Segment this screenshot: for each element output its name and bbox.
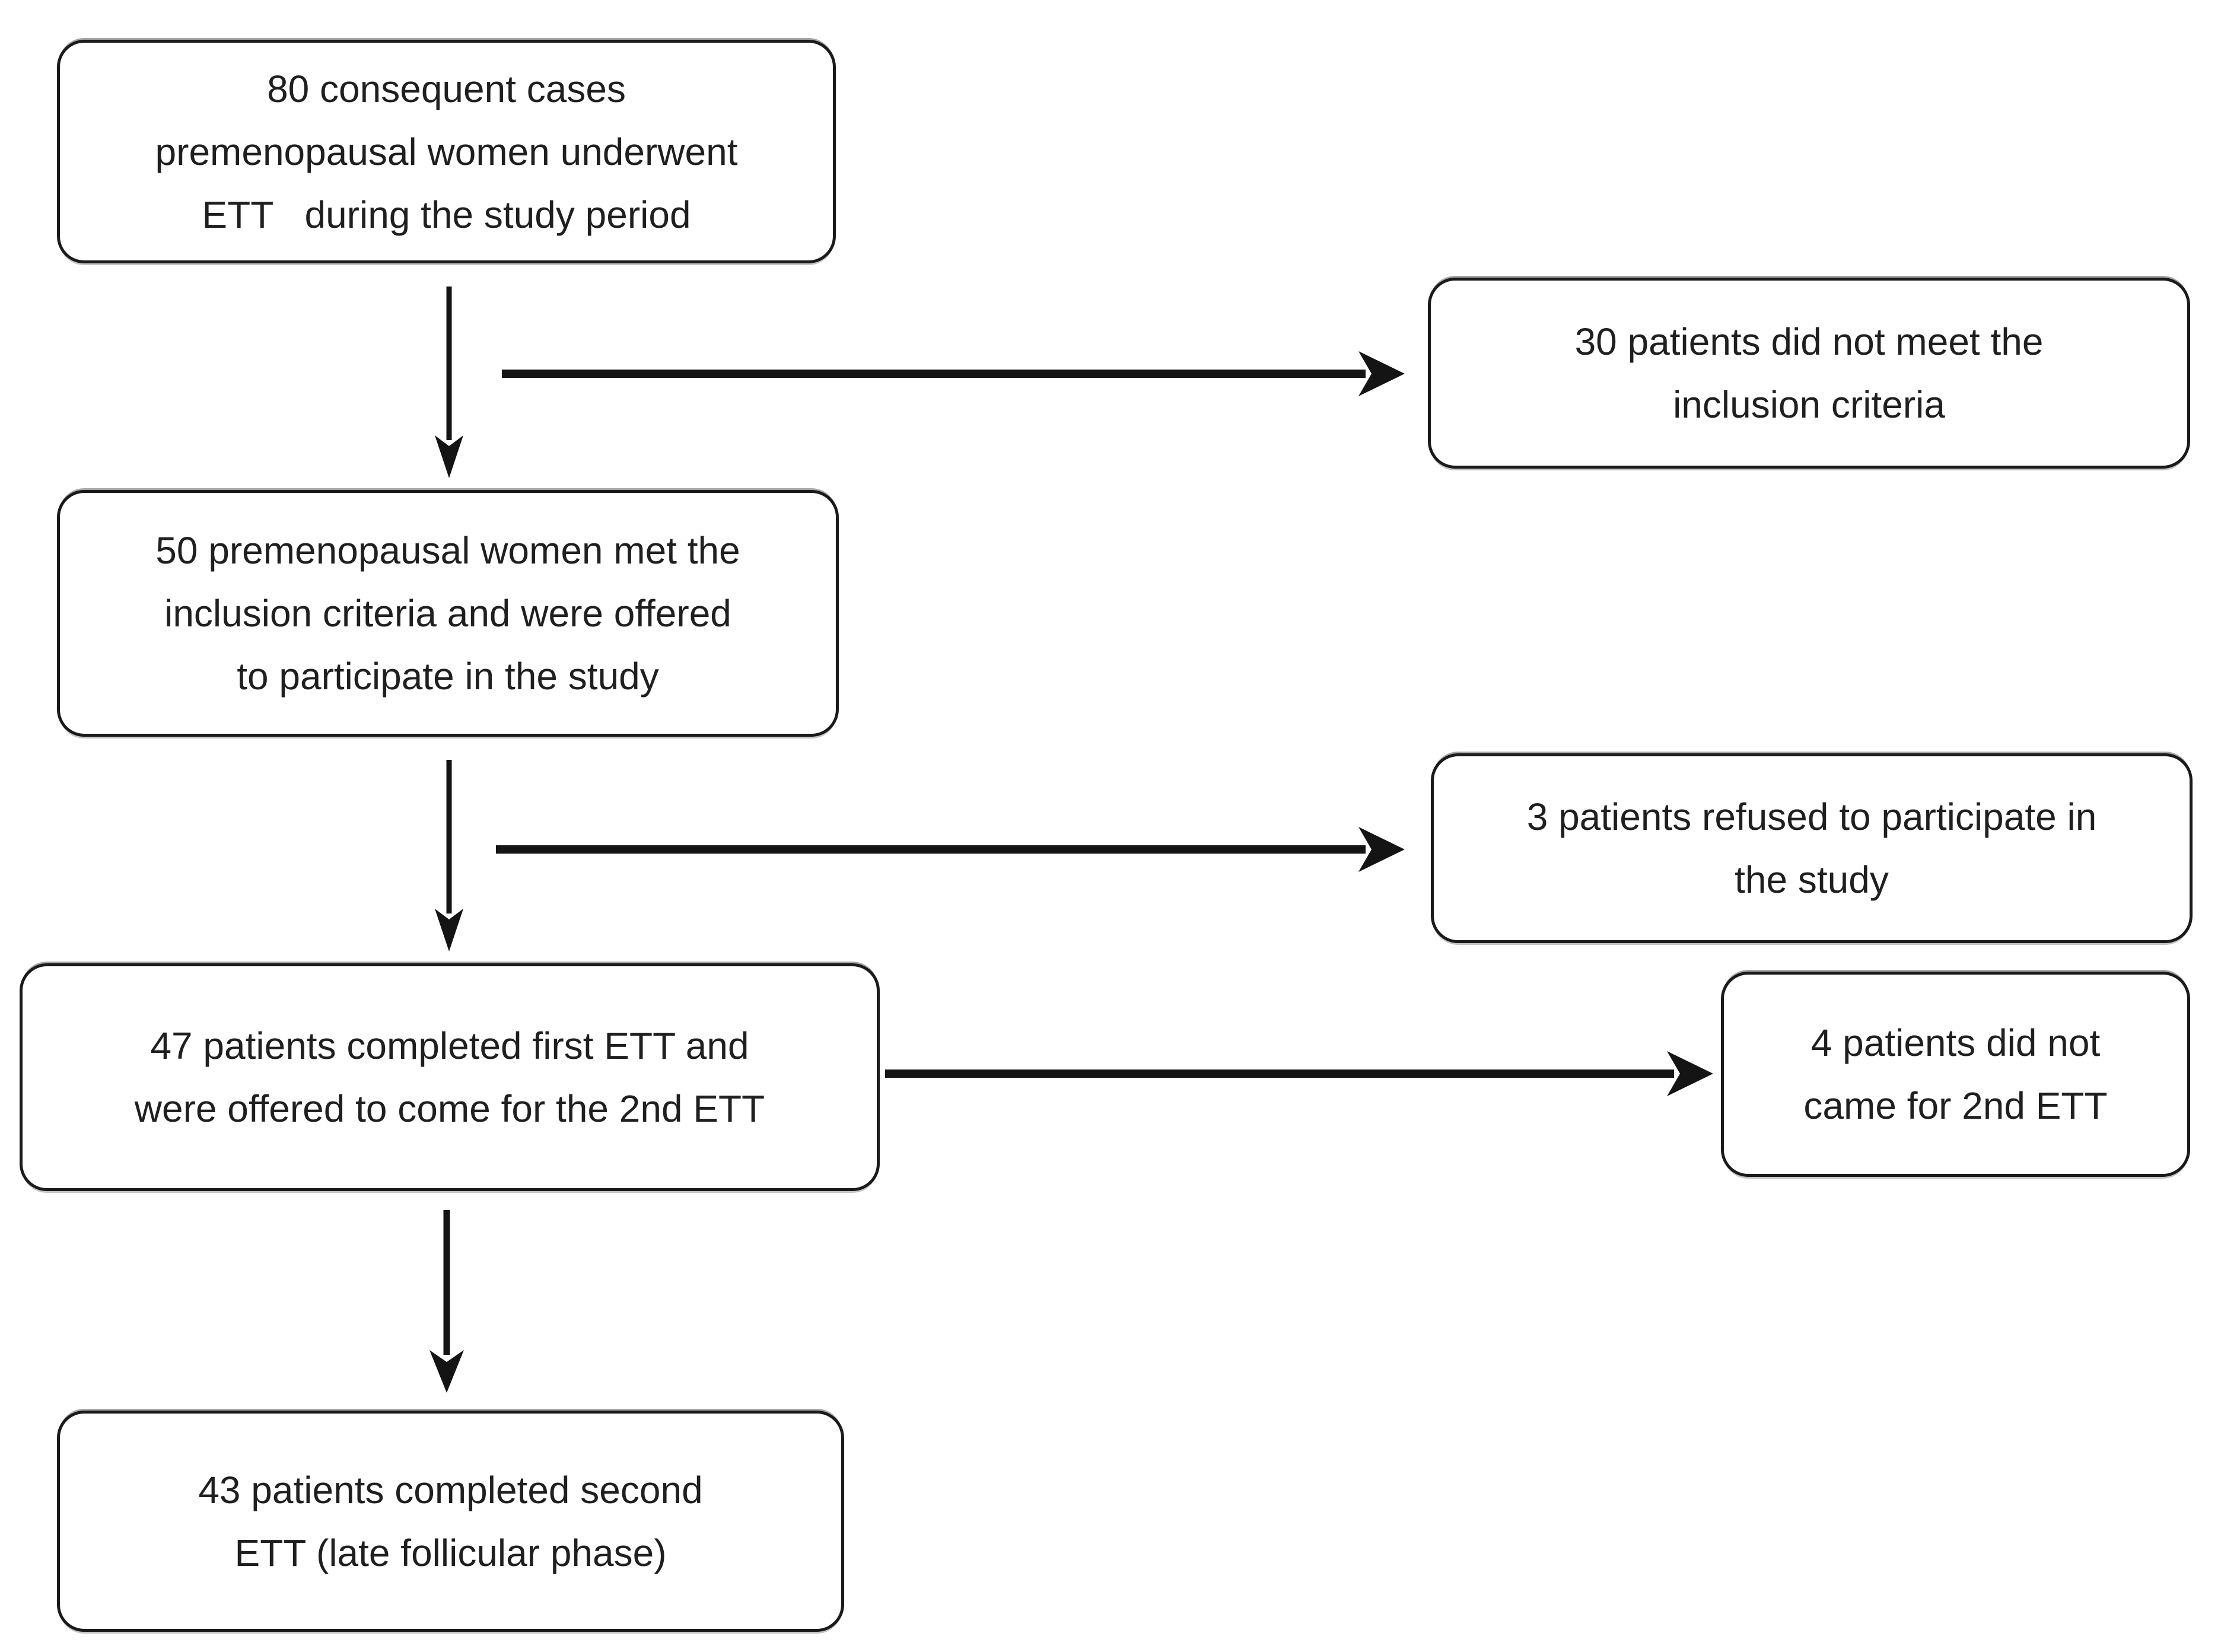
box-enrolled-line-3: ETT during the study period xyxy=(202,193,691,236)
box-completed-second-ett: 43 patients completed second ETT (late f… xyxy=(57,1411,844,1632)
box-met-criteria: 50 premenopausal women met the inclusion… xyxy=(57,490,839,737)
box-completed-first-ett: 47 patients completed first ETT and were… xyxy=(20,963,880,1191)
box-not-meet-criteria: 30 patients did not meet the inclusion c… xyxy=(1428,278,2190,469)
box-refused-line-2: the study xyxy=(1735,858,1889,901)
box-not-meet-line-2: inclusion criteria xyxy=(1673,383,1945,426)
box-met-line-3: to participate in the study xyxy=(237,655,659,698)
box-not-meet-line-1: 30 patients did not meet the xyxy=(1574,320,2044,363)
box-met-line-2: inclusion criteria and were offered xyxy=(164,592,731,635)
arrow-right-no-show-second xyxy=(885,1051,1713,1096)
box-met-line-1: 50 premenopausal women met the xyxy=(155,529,740,572)
box-refused-line-1: 3 patients refused to participate in xyxy=(1526,795,2097,838)
box-refused: 3 patients refused to participate in the… xyxy=(1431,753,2193,943)
arrow-down-enrolled-to-met xyxy=(435,287,463,478)
box-first-line-1: 47 patients completed first ETT and xyxy=(150,1024,749,1067)
arrow-down-first-to-second-ett xyxy=(429,1210,464,1393)
box-noshow-line-1: 4 patients did not xyxy=(1810,1021,2101,1064)
box-noshow-line-2: came for 2nd ETT xyxy=(1803,1084,2108,1127)
arrow-down-met-to-first-ett xyxy=(435,760,463,951)
box-first-line-2: were offered to come for the 2nd ETT xyxy=(134,1087,765,1130)
box-no-show-second-ett: 4 patients did not came for 2nd ETT xyxy=(1721,972,2190,1177)
box-enrolled-line-1: 80 consequent cases xyxy=(267,67,626,110)
box-enrolled-cases: 80 consequent cases premenopausal women … xyxy=(57,40,836,263)
box-enrolled-line-2: premenopausal women underwent xyxy=(155,130,738,173)
box-second-line-1: 43 patients completed second xyxy=(198,1468,703,1511)
arrow-right-refused xyxy=(496,827,1405,872)
box-second-line-2: ETT (late follicular phase) xyxy=(234,1531,667,1574)
arrow-right-not-meet-criteria xyxy=(502,351,1405,396)
